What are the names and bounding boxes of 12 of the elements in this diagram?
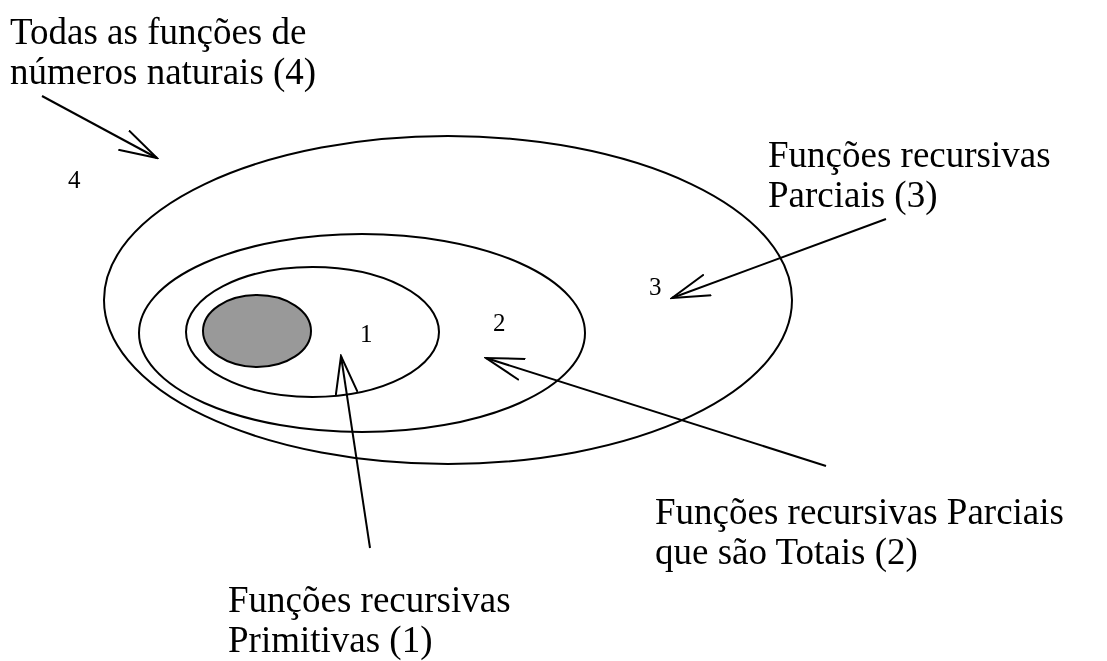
arrow: [334, 355, 371, 549]
region-number: 3: [649, 273, 662, 301]
region-number: 2: [493, 309, 506, 337]
region-number: 4: [68, 166, 81, 194]
region-number: 1: [360, 320, 373, 348]
set-description: Funções recursivas Primitivas (1): [228, 580, 568, 660]
set-description: Todas as funções de números naturais (4): [10, 12, 430, 92]
arrow: [671, 218, 887, 299]
set-description: Funções recursivas Parciais (3): [768, 135, 1103, 215]
arrow: [41, 95, 158, 159]
arrow: [485, 357, 827, 467]
set-description: Funções recursivas Parciais que são Totais (2): [655, 492, 1105, 572]
